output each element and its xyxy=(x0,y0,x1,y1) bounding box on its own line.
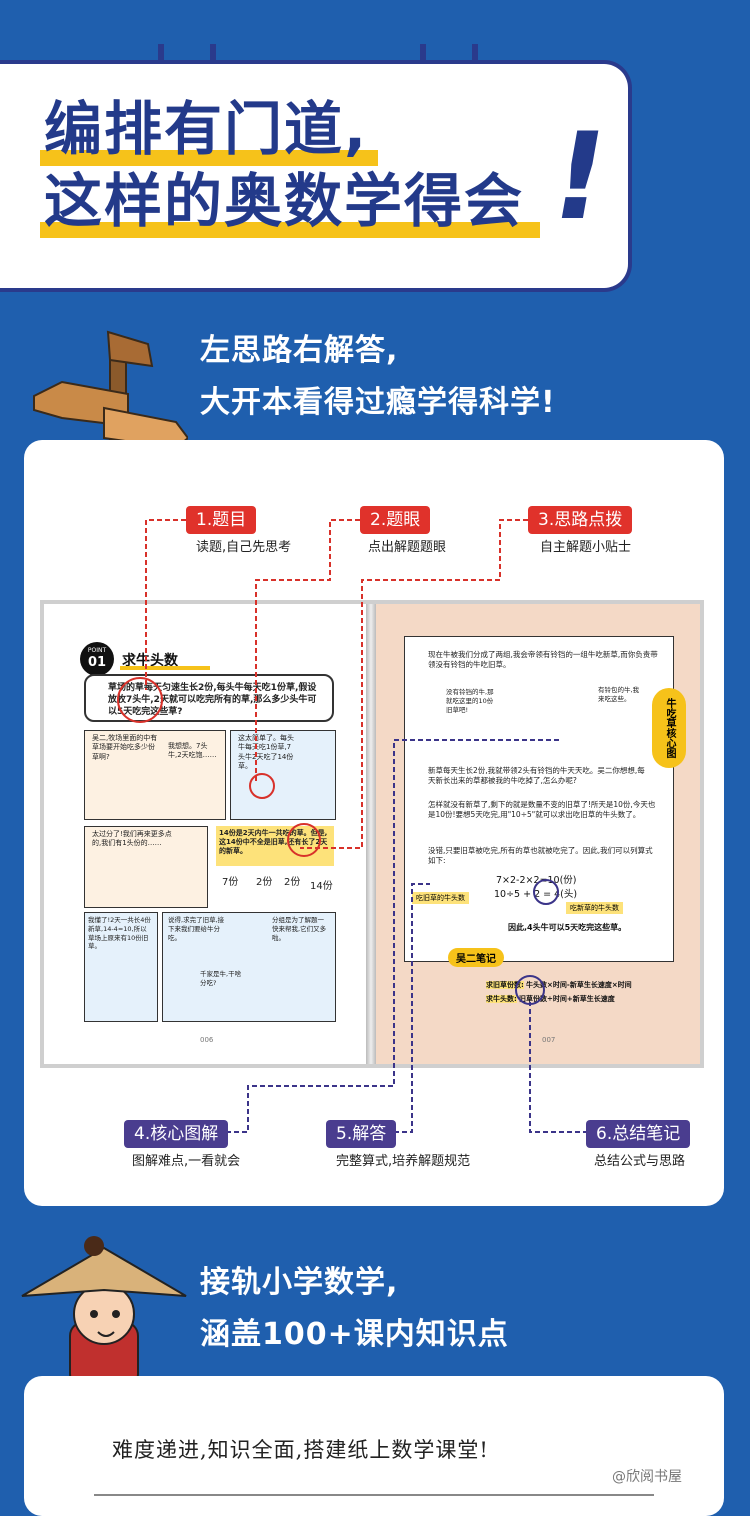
right-bubble-1: 没有铃铛的牛,那就吃这里的10份旧草吧! xyxy=(446,688,494,714)
right-text-1: 现在牛被我们分成了两组,我会帝领有铃铛的一组牛吃新草,而你负责带领没有铃铛的牛吃… xyxy=(428,650,658,670)
right-text-2: 新草每天生长2份,我就带领2头有铃铛的牛天天吃。吴二你想想,每天新长出来的草都被… xyxy=(428,766,645,786)
callout-caption-question: 读题,自己先思考 xyxy=(196,540,292,555)
comic-bubble-2: 我想想。7头牛,2天吃饱…… xyxy=(168,742,217,760)
comic-panel-5 xyxy=(162,912,336,1022)
table-top-border xyxy=(94,1494,654,1496)
note-line-2: 求牛头数: 旧草份数÷时间+新草生长速度 xyxy=(486,994,615,1004)
calc-14: 14份 xyxy=(310,881,333,892)
comic-bubble-3: 这太简单了。每头牛每天吃1份草,7头牛2天吃了14份草。 xyxy=(238,734,294,771)
callout-caption-key: 点出解题题眼 xyxy=(368,540,447,555)
title-highlight-2 xyxy=(40,222,540,238)
knowledge-card xyxy=(24,1376,724,1516)
comic-bubble-7: 分组是为了解题一快来帮我,它们又多啦。 xyxy=(272,916,327,942)
topic-title: 求牛头数 xyxy=(122,653,178,669)
banner-tick xyxy=(210,44,216,70)
callout-caption-answer: 完整算式,培养解题规范 xyxy=(336,1154,471,1169)
section1-line1: 左思路右解答, xyxy=(200,333,399,368)
highlight-note: 14份是2天内牛一共吃的草。但是,这14份中不全是旧草,还有长了2天的新草。 xyxy=(216,826,334,866)
formula-2: 10÷5 + 2 = 4(头) xyxy=(494,889,578,900)
banner-tick xyxy=(472,44,478,70)
note-new-grass-cows: 吃新草的牛头数 xyxy=(566,902,623,914)
comic-panel-3 xyxy=(84,826,208,908)
watermark: @欣阅书屋 xyxy=(612,1469,682,1485)
point-badge-number: 01 xyxy=(87,655,107,670)
formula-1: 7×2-2×2=10(份) xyxy=(496,875,577,886)
section2-line2: 涵盖100+课内知识点 xyxy=(200,1317,509,1352)
callout-label-diagram: 4.核心图解 xyxy=(124,1120,229,1148)
callout-label-question: 1.题目 xyxy=(186,506,257,534)
calc-7: 7份 xyxy=(222,877,239,888)
right-bubble-2: 有铃包的牛,我来吃这些。 xyxy=(598,686,640,703)
callout-caption-notes: 总结公式与思路 xyxy=(594,1154,686,1169)
comic-bubble-1: 吴二,牧场里面的中有草场要开始吃多少份草啊? xyxy=(92,734,158,761)
core-diagram-tag: 牛吃草核心图 xyxy=(652,688,686,768)
callout-caption-hints: 自主解题小贴士 xyxy=(540,540,632,555)
right-page-number: 007 xyxy=(542,1036,556,1044)
note-line-1-formula: 牛头数×时间-新草生长速度×时间 xyxy=(526,981,632,989)
notes-title: 吴二笔记 xyxy=(448,948,504,967)
knowledge-card-text: 难度递进,知识全面,搭建纸上数学课堂! xyxy=(112,1438,489,1462)
problem-box: 草场的草每天匀速生长2份,每头牛每天吃1份草,假设放牧7头牛,2天就可以吃完所有… xyxy=(84,674,334,722)
answer-line: 因此,4头牛可以5天吃完这些草。 xyxy=(508,923,627,932)
page-title-line2: 这样的奥数学得会 xyxy=(44,167,525,235)
book-spine xyxy=(366,604,376,1064)
note-old-grass-cows: 吃旧草的牛头数 xyxy=(412,892,469,904)
comic-bubble-8: 千家是牛,干啥分吃? xyxy=(200,970,242,987)
callout-label-notes: 6.总结笔记 xyxy=(586,1120,691,1148)
callout-label-answer: 5.解答 xyxy=(326,1120,397,1148)
section2-line1: 接轨小学数学, xyxy=(200,1265,399,1300)
comic-bubble-6: 说得,求完了旧草,接下来我们要给牛分吃。 xyxy=(168,916,225,942)
title-banner xyxy=(0,60,632,292)
comic-bubble-5: 我懂了!2天一共长4份新草,14-4=10,所以草场上原来有10份旧草。 xyxy=(88,916,151,951)
calc-2b: 2份 xyxy=(284,877,301,888)
title-highlight-1 xyxy=(40,150,378,166)
character-avatar xyxy=(21,1236,187,1388)
point-badge: POINT 01 xyxy=(80,642,114,676)
comic-panel-4 xyxy=(84,912,158,1022)
section1-line2: 大开本看得过瘾学得科学! xyxy=(200,385,556,420)
page-title-line1: 编排有门道, xyxy=(44,95,369,163)
callout-label-hints: 3.思路点拨 xyxy=(528,506,633,534)
callout-caption-diagram: 图解难点,一看就会 xyxy=(132,1154,241,1169)
left-page-number: 006 xyxy=(200,1036,214,1044)
comic-panel-1 xyxy=(84,730,226,820)
note-line-1-label: 求旧草份数: xyxy=(486,981,524,989)
topic-underline xyxy=(120,666,210,670)
right-page-frame xyxy=(404,636,674,962)
note-line-2-label: 求牛头数: xyxy=(486,995,517,1003)
right-text-4: 没错,只要旧草被吃完,所有的草也就被吃完了。因此,我们可以列算式如下: xyxy=(428,846,653,866)
comic-bubble-4: 太过分了!我们再来更多点的,我们有1头份的…… xyxy=(92,830,172,848)
banner-tick xyxy=(420,44,426,70)
signpost-icon xyxy=(33,330,188,470)
callout-label-key: 2.题眼 xyxy=(360,506,431,534)
point-badge-small: POINT xyxy=(87,647,107,654)
comic-panel-2 xyxy=(230,730,336,820)
calc-2a: 2份 xyxy=(256,877,273,888)
note-line-2-formula: 旧草份数÷时间+新草生长速度 xyxy=(519,995,615,1003)
right-text-3: 怎样就没有新草了,剩下的就是数量不变的旧草了!所天是10份,今天也是10份!要想… xyxy=(428,800,656,820)
banner-tick xyxy=(158,44,164,70)
note-line-1: 求旧草份数: 牛头数×时间-新草生长速度×时间 xyxy=(486,980,632,990)
